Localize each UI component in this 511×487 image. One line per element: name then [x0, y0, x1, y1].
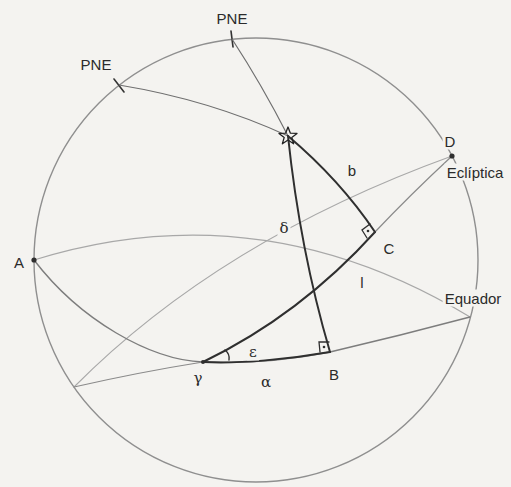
angle-arc	[225, 350, 229, 360]
right-angle-mark	[362, 224, 370, 238]
point-label: B	[327, 366, 341, 383]
latitude-arc-b	[288, 136, 375, 232]
curve-label: Eclíptica	[445, 164, 506, 181]
arc-label: α	[259, 374, 273, 391]
right-angle-mark	[319, 342, 329, 352]
point-dot	[201, 360, 205, 364]
curve-label: Equador	[443, 290, 504, 307]
arc-label: δ	[277, 220, 290, 237]
point-label: A	[12, 254, 26, 271]
arc-label: b	[346, 162, 358, 179]
right-angle-dot	[367, 230, 370, 233]
point-dot	[31, 257, 36, 262]
declination-arc	[288, 136, 330, 352]
ecliptic-back	[74, 156, 452, 387]
right-angle-dot	[323, 346, 326, 349]
pole-label: PNE	[215, 10, 250, 27]
point-label: γ	[192, 370, 205, 387]
star-symbol	[279, 127, 297, 144]
point-dot	[449, 153, 454, 158]
angle-label: ε	[247, 344, 259, 361]
meridian-line	[119, 85, 288, 136]
point-label: D	[443, 133, 458, 150]
equator-back	[34, 235, 470, 317]
ecliptic-arc-l	[203, 232, 375, 362]
arc-label: l	[358, 274, 365, 291]
point-label: C	[382, 240, 397, 257]
equator-arc-alpha	[203, 352, 330, 362]
sphere-outline	[34, 38, 478, 482]
pole-label: PNE	[79, 56, 114, 73]
meridian-line	[232, 39, 288, 136]
ecliptic-front	[74, 362, 203, 387]
equator-line	[34, 260, 470, 362]
ecliptic-front	[375, 156, 452, 232]
